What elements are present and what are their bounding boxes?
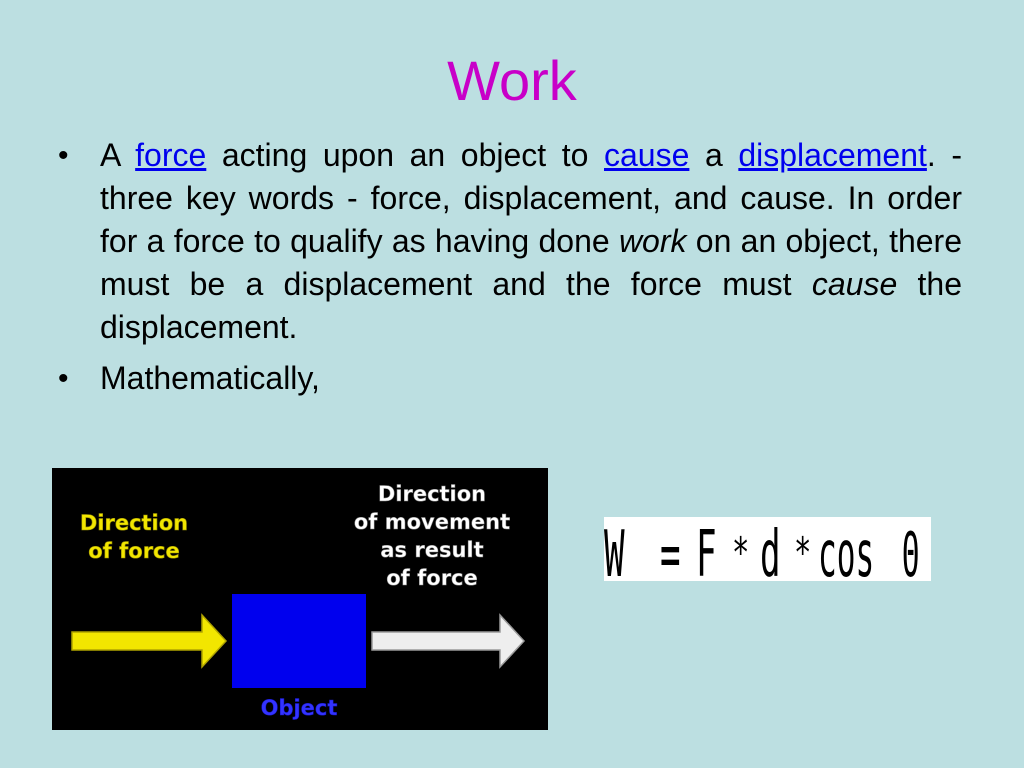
movement-label-line-2: of movement <box>354 510 510 534</box>
formula-equals: = <box>660 517 681 581</box>
bullet-list: • A force acting upon an object to cause… <box>58 134 962 400</box>
cause-link[interactable]: cause <box>604 137 690 173</box>
object-label: Object <box>261 696 338 720</box>
force-link[interactable]: force <box>135 137 207 173</box>
formula-multiply-1: * <box>732 530 749 578</box>
text-segment: a <box>689 137 739 173</box>
work-diagram: Direction of force Direction of movement… <box>52 468 548 730</box>
text-segment: acting upon an object to <box>206 137 604 173</box>
work-formula: W = F * d * cos Θ <box>604 517 931 581</box>
force-arrow-icon <box>71 613 228 669</box>
formula-canvas: W = F * d * cos Θ <box>604 517 931 581</box>
bullet-marker: • <box>58 139 69 172</box>
bullet-marker: • <box>58 362 69 395</box>
formula-background <box>604 517 931 581</box>
formula-theta: Θ <box>902 521 919 581</box>
formula-multiply-2: * <box>794 530 811 578</box>
cause-emphasis: cause <box>811 266 898 302</box>
movement-label-line-4: of force <box>386 566 478 590</box>
formula-f: F <box>696 517 717 581</box>
object-box <box>232 594 366 688</box>
force-label-line-1: Direction <box>80 511 188 535</box>
movement-arrow-icon <box>371 613 526 669</box>
formula-cos: cos <box>818 517 874 581</box>
displacement-link[interactable]: displacement <box>738 137 927 173</box>
formula-d: d <box>760 517 781 581</box>
work-emphasis: work <box>618 223 687 259</box>
text-segment: . - three key words - force, displacemen… <box>100 137 963 259</box>
text-segment: the displacement. <box>100 266 963 345</box>
bullet-item-definition: • A force acting upon an object to cause… <box>58 134 962 349</box>
movement-label-line-3: as result <box>380 538 483 562</box>
force-label-line-2: of force <box>88 539 180 563</box>
slide-title: Work <box>447 49 577 112</box>
text-segment: A <box>100 137 136 173</box>
bullet-item-mathematically: • Mathematically, <box>58 357 962 400</box>
bullet-text: Mathematically, <box>100 360 320 396</box>
diagram-canvas: Direction of force Direction of movement… <box>52 468 548 730</box>
text-segment: on an object, there must be a displaceme… <box>100 223 962 302</box>
formula-w: W <box>604 517 625 581</box>
movement-label-line-1: Direction <box>378 482 486 506</box>
